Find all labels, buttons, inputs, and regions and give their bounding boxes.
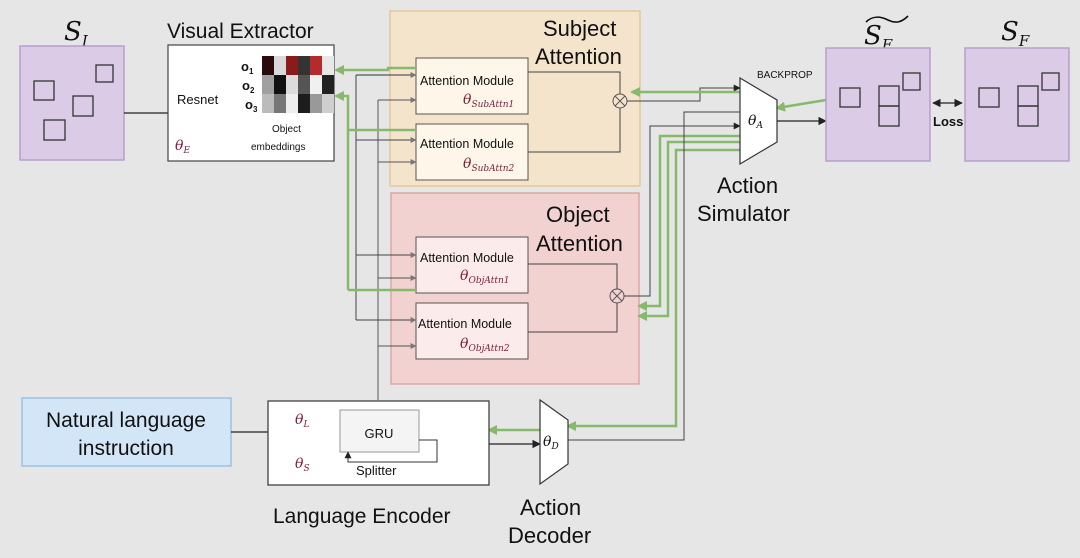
loss-group: Loss	[932, 98, 963, 129]
embedding-cell	[274, 94, 286, 113]
instruction-line-2: instruction	[78, 437, 174, 460]
loss-label: Loss	[933, 114, 963, 129]
action-simulator-group: θA BACKPROP Action Simulator	[568, 70, 827, 441]
final-object-1	[978, 87, 1000, 108]
action-decoder-group: θD Action Decoder	[508, 398, 591, 548]
object-attention-group: Object Attention Attention Module θObjAt…	[390, 192, 640, 385]
state-initial-object-1	[33, 80, 55, 101]
embedding-cell	[286, 75, 298, 94]
row-label-o1: o1	[241, 59, 254, 76]
embedding-cell	[298, 94, 310, 113]
language-encoder-group: θL θS GRU Splitter Language Encoder	[267, 400, 541, 528]
embedding-cell	[262, 94, 274, 113]
resnet-label: Resnet	[177, 92, 219, 107]
backprop-label: BACKPROP	[757, 70, 813, 81]
subject-attention-module-1	[415, 57, 529, 115]
embedding-cell	[322, 56, 334, 75]
embedding-cell	[310, 94, 322, 113]
theta-l-label: θL	[295, 412, 309, 430]
object-multiply-icon	[611, 290, 623, 302]
splitter-loop	[344, 439, 438, 463]
predicted-object-2	[902, 72, 921, 91]
row-label-o2: o2	[242, 78, 255, 95]
action-simulator-label-1: Action	[717, 173, 778, 198]
instruction-group: Natural language instruction	[21, 397, 341, 467]
theta-e-label: θE	[175, 138, 190, 156]
subject-attention-module-2	[415, 123, 529, 181]
state-initial-label: SI	[64, 17, 89, 50]
object-attention-title-2: Attention	[536, 231, 623, 256]
instruction-line-1: Natural language	[46, 409, 206, 432]
embedding-cell	[274, 56, 286, 75]
object-attention-module-1	[415, 236, 529, 294]
theta-a-label: θA	[748, 113, 763, 131]
embedding-cell	[262, 56, 274, 75]
state-initial-object-2	[95, 64, 114, 83]
object-module-2-theta: θObjAttn2	[460, 336, 510, 354]
object-module-1-theta: θObjAttn1	[460, 268, 509, 286]
object-embeddings-label-2: embeddings	[251, 142, 305, 153]
predicted-object-4	[878, 105, 900, 127]
embedding-feed-wires	[355, 71, 741, 400]
state-initial-object-4	[43, 119, 66, 141]
object-module-1-label: Attention Module	[420, 251, 514, 265]
action-decoder-block	[539, 398, 569, 486]
state-predicted-panel	[825, 47, 931, 162]
object-embeddings-label-1: Object	[272, 124, 301, 135]
object-module-2-label: Attention Module	[418, 317, 512, 331]
embedding-cell	[298, 75, 310, 94]
backprop-gradient-wires	[334, 65, 827, 435]
state-final-group: SF	[964, 17, 1070, 162]
embedding-cell	[274, 75, 286, 94]
state-initial-panel	[19, 45, 125, 161]
gru-label: GRU	[365, 426, 394, 441]
predicted-object-1	[839, 87, 861, 108]
final-object-2	[1041, 72, 1060, 91]
embedding-cell	[298, 56, 310, 75]
object-attention-title-1: Object	[546, 202, 610, 227]
gru-block	[339, 409, 420, 453]
state-initial-group: SI	[19, 17, 125, 161]
embedding-cell	[310, 75, 322, 94]
object-attention-module-2	[415, 302, 529, 360]
subject-module-2-theta: θSubAttn2	[463, 156, 515, 174]
visual-extractor-title: Visual Extractor	[167, 20, 314, 43]
action-decoder-label-2: Decoder	[508, 523, 591, 548]
state-initial-object-3	[72, 95, 94, 117]
theta-s-label: θS	[295, 456, 310, 474]
state-predicted-group: SF	[825, 15, 931, 162]
action-simulator-label-2: Simulator	[697, 201, 790, 226]
splitter-label: Splitter	[356, 463, 397, 478]
embedding-cell	[322, 94, 334, 113]
subject-attention-group: Subject Attention Attention Module θSubA…	[389, 10, 641, 187]
subject-multiply-icon	[614, 95, 626, 107]
state-final-label: SF	[1001, 17, 1030, 50]
final-object-4	[1017, 105, 1039, 127]
embedding-cell	[322, 75, 334, 94]
subject-attention-title-2: Attention	[535, 44, 622, 69]
subject-attention-title-1: Subject	[543, 16, 616, 41]
visual-extractor-group: Visual Extractor Resnet θE o1 o2 o3 Obje…	[167, 20, 335, 162]
decoder-to-simulator-wire	[568, 111, 740, 441]
embedding-cell	[310, 56, 322, 75]
embedding-cell	[286, 56, 298, 75]
embedding-cell	[286, 94, 298, 113]
instruction-panel	[21, 397, 232, 467]
theta-d-label: θD	[543, 434, 559, 452]
action-simulator-block	[739, 76, 778, 166]
language-encoder-title: Language Encoder	[273, 505, 451, 528]
action-decoder-label-1: Action	[520, 495, 581, 520]
subject-module-2-label: Attention Module	[420, 137, 514, 151]
embedding-cell	[262, 75, 274, 94]
subject-module-1-label: Attention Module	[420, 74, 514, 88]
subject-module-1-theta: θSubAttn1	[463, 92, 514, 110]
object-embeddings-heatmap	[262, 56, 334, 113]
state-final-panel	[964, 47, 1070, 162]
row-label-o3: o3	[245, 97, 258, 114]
tilde-mark	[865, 15, 909, 23]
